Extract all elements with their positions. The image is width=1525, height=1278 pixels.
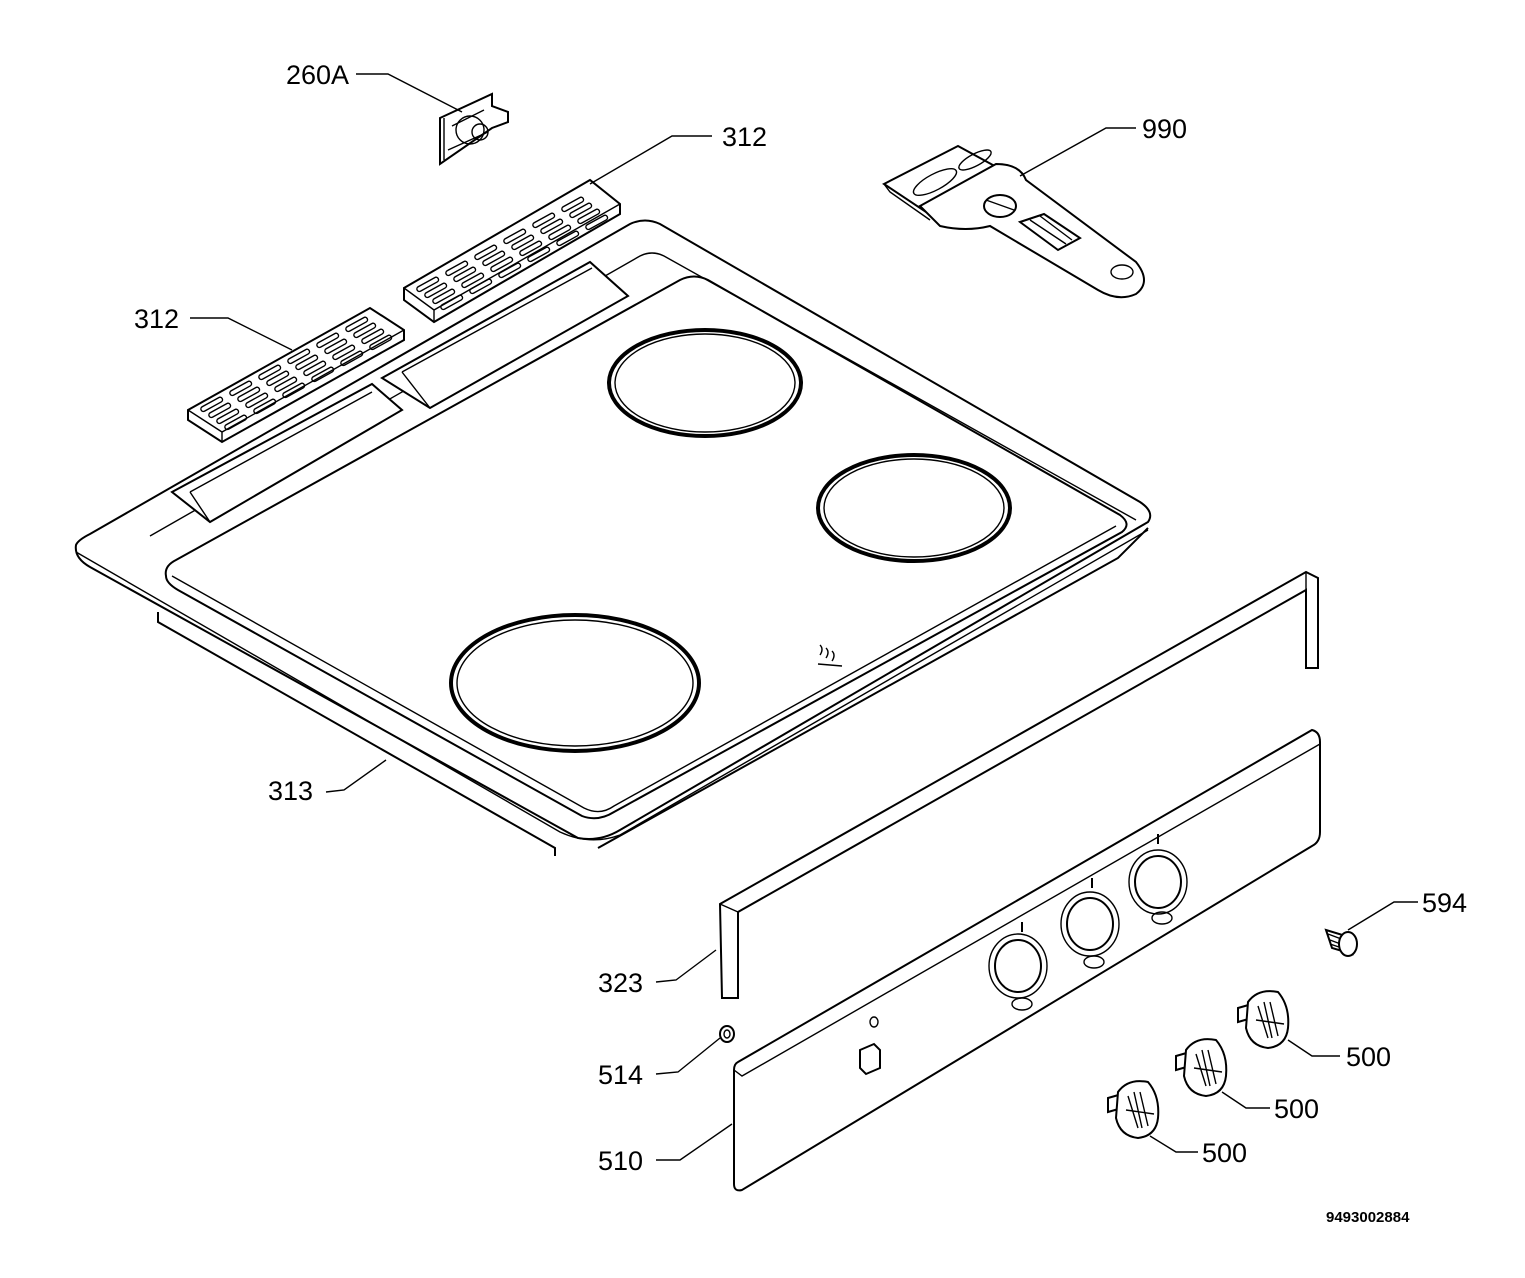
grille-slot xyxy=(527,246,551,263)
knob-1 xyxy=(1237,990,1290,1050)
grille-slot xyxy=(453,266,477,283)
grille-slot xyxy=(216,408,240,425)
callout-990: 990 xyxy=(1142,114,1187,144)
grille-slot xyxy=(369,334,393,351)
trim-strip xyxy=(718,570,1319,999)
grille-slot xyxy=(540,218,564,235)
grille-slot xyxy=(282,382,306,399)
grille-slot xyxy=(287,348,311,365)
grille-slot xyxy=(556,230,580,247)
grille-slot xyxy=(585,214,609,231)
leader-lines xyxy=(190,73,1418,1161)
vent-grille-rear xyxy=(403,178,621,324)
grille-slot xyxy=(229,380,253,397)
grille-slot xyxy=(503,228,527,245)
grille-slot xyxy=(295,354,319,371)
grille-slot xyxy=(461,272,485,289)
drawing-number: 9493002884 xyxy=(1326,1209,1410,1226)
grille-slot xyxy=(474,244,498,261)
grille-slot xyxy=(345,316,369,333)
knob-2 xyxy=(1175,1038,1228,1098)
hob-glass-top xyxy=(74,219,1152,856)
grille-slot xyxy=(340,350,364,367)
callout-312-rear: 312 xyxy=(722,122,767,152)
grille-slot xyxy=(303,360,327,377)
grille-slot xyxy=(511,234,535,251)
knob-3 xyxy=(1107,1080,1160,1140)
grille-slot xyxy=(224,414,248,431)
grille-slot xyxy=(332,344,356,361)
callout-514: 514 xyxy=(598,1060,643,1090)
control-panel xyxy=(733,728,1321,1192)
callout-500-c: 500 xyxy=(1202,1138,1247,1168)
grille-slot xyxy=(577,208,601,225)
grille-slot xyxy=(490,256,514,273)
clip-260a xyxy=(439,92,509,166)
grille-slot xyxy=(200,396,224,413)
grille-slot xyxy=(519,240,543,257)
grille-slot xyxy=(432,288,456,305)
callout-594: 594 xyxy=(1422,888,1467,918)
grille-slot xyxy=(361,328,385,345)
grille-slot xyxy=(316,332,340,349)
grille-slot xyxy=(548,224,572,241)
grille-slot xyxy=(498,262,522,279)
scraper-tool xyxy=(882,144,1145,299)
grille-slot xyxy=(266,370,290,387)
grille-slot xyxy=(424,282,448,299)
grille-slot xyxy=(569,202,593,219)
vent-grille-front xyxy=(187,306,405,444)
grille-slot xyxy=(561,196,585,213)
grille-slot xyxy=(237,386,261,403)
callout-510: 510 xyxy=(598,1146,643,1176)
indicator-lens xyxy=(719,1025,735,1043)
grille-slot xyxy=(208,402,232,419)
grille-slot xyxy=(311,366,335,383)
callout-500-a: 500 xyxy=(1346,1042,1391,1072)
grille-slot xyxy=(274,376,298,393)
grille-slot xyxy=(469,278,493,295)
callout-500-b: 500 xyxy=(1274,1094,1319,1124)
callout-312-front: 312 xyxy=(134,304,179,334)
grille-slot xyxy=(445,260,469,277)
grille-slot xyxy=(416,276,440,293)
screw xyxy=(1324,928,1358,957)
grille-slot xyxy=(532,212,556,229)
grille-slot xyxy=(440,294,464,311)
grille-slot xyxy=(245,392,269,409)
callout-260a: 260A xyxy=(286,60,349,90)
callout-323: 323 xyxy=(598,968,643,998)
grille-slot xyxy=(253,398,277,415)
grille-slot xyxy=(482,250,506,267)
grille-slot xyxy=(258,364,282,381)
callout-313: 313 xyxy=(268,776,313,806)
grille-slot xyxy=(324,338,348,355)
grille-slot xyxy=(353,322,377,339)
